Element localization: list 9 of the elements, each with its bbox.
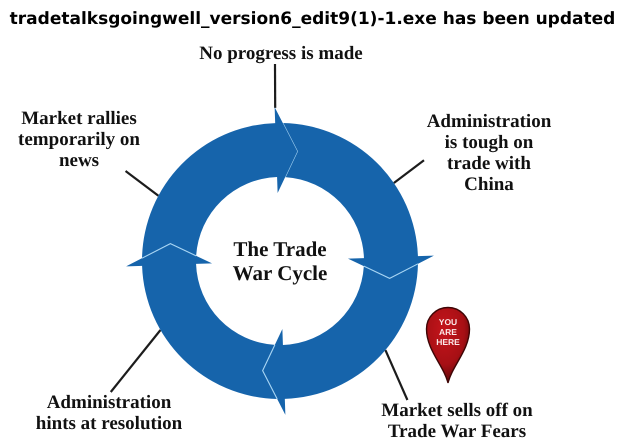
- page-title: tradetalksgoingwell_version6_edit9(1)-1.exe has been updated: [8, 8, 616, 30]
- step-label: Administration is tough on trade with China: [424, 111, 554, 195]
- step-label: Market sells off on Trade War Fears: [377, 400, 537, 442]
- step-label: Market rallies temporarily on news: [12, 108, 146, 171]
- location-pin: [425, 306, 471, 384]
- leader-line: [274, 64, 276, 108]
- pin-label: YOU ARE HERE: [435, 317, 461, 347]
- step-label: No progress is made: [171, 43, 391, 64]
- step-label: Administration hints at resolution: [29, 392, 189, 434]
